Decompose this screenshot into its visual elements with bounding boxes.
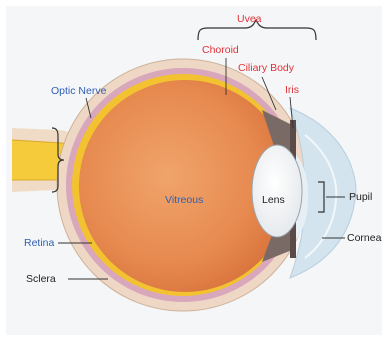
retina-label: Retina [24,237,54,249]
iris-label: Iris [285,84,299,96]
vitreous-label: Vitreous [165,194,203,206]
ciliary-body-label: Ciliary Body [238,62,294,74]
pupil-label: Pupil [349,191,372,203]
sclera-label: Sclera [26,273,56,285]
lens-label: Lens [262,194,285,206]
cornea-label: Cornea [347,232,381,244]
optic-nerve-label: Optic Nerve [51,85,106,97]
uvea-label: Uvea [237,13,262,25]
choroid-label: Choroid [202,44,239,56]
lens [252,145,302,237]
